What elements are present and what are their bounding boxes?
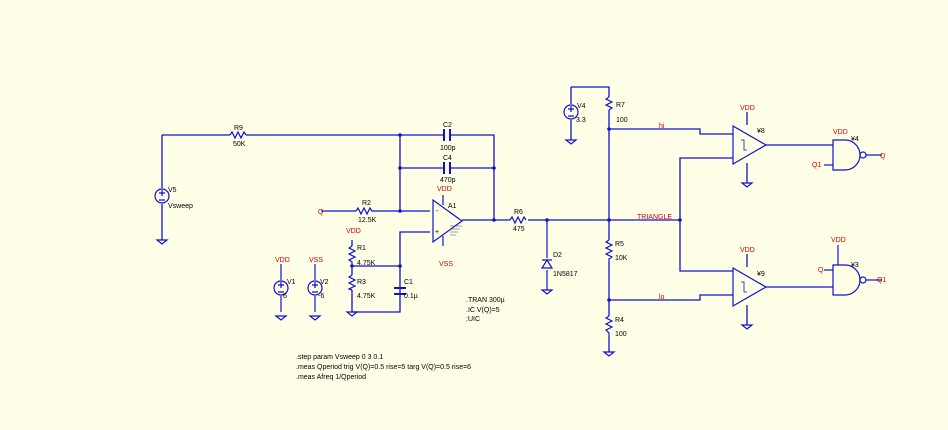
c4-name: C4 (443, 155, 452, 162)
nand-gate-u3[interactable]: VDD ¥3 Q Q1 (818, 237, 886, 296)
r5-name: R5 (615, 241, 624, 248)
u3-q-in-label: Q (818, 267, 824, 274)
junction-dots (350, 127, 682, 302)
resistor-r6[interactable]: R6 475 (509, 209, 527, 233)
wire-divider-network (570, 86, 882, 352)
r4-name: R4 (615, 317, 624, 324)
u4-q1-in-label: Q1 (812, 162, 821, 169)
directive-ic[interactable]: .IC V(Q)=5 (466, 307, 500, 314)
u3-q1-out-label: Q1 (877, 277, 886, 284)
r7-value: 100 (616, 117, 628, 124)
net-label-triangle: TRIANGLE (637, 214, 672, 221)
r7-name: R7 (616, 102, 625, 109)
capacitor-c2[interactable]: C2 100p (440, 122, 456, 152)
nand-gate-u4[interactable]: VDD ¥4 Q1 Q (812, 129, 886, 171)
resistor-r7[interactable]: R7 100 (604, 96, 628, 124)
c1-name: C1 (404, 279, 413, 286)
ground-r4-icon (602, 351, 616, 357)
directive-meas-qperiod[interactable]: .meas Qperiod trig V(Q)=0.5 rise=5 targ … (296, 364, 471, 371)
ground-u9-icon (740, 324, 754, 330)
r3-value: 4.75K (357, 293, 376, 300)
a1-vss-label: VSS (439, 261, 453, 268)
directive-step[interactable]: .step param Vsweep 0 3 0.1 (296, 354, 383, 361)
capacitor-c4[interactable]: C4 470p (440, 155, 456, 184)
resistor-r4[interactable]: R4 100 (602, 315, 627, 357)
c4-value: 470p (440, 177, 456, 184)
a1-vdd-label: VDD (437, 186, 452, 193)
u4-q-out-label: Q (880, 153, 886, 160)
ground-v2-icon (308, 315, 322, 321)
c2-name: C2 (443, 122, 452, 129)
r9-value: 50K (233, 141, 246, 148)
resistor-r9[interactable]: R9 50K (229, 125, 247, 148)
resistor-r2[interactable]: R2 12.5K (355, 200, 377, 224)
voltage-source-v5[interactable]: V5 Vsweep (154, 187, 193, 245)
r1-value: 4.75K (357, 260, 376, 267)
net-label-hi: hi (659, 123, 665, 130)
r2-value: 12.5K (358, 217, 377, 224)
r6-value: 475 (513, 226, 525, 233)
net-label-lo: lo (659, 294, 665, 301)
ground-v4-icon (564, 139, 578, 145)
u3-name: ¥3 (851, 262, 859, 269)
directive-uic[interactable]: ;UIC (466, 316, 480, 323)
comparator-u9[interactable]: VDD ¥9 (732, 247, 768, 330)
u9-name: ¥9 (757, 271, 765, 278)
ground-d2-icon (540, 289, 554, 295)
v5-name: V5 (168, 187, 177, 194)
v1-name: V1 (287, 279, 296, 286)
resistor-r5[interactable]: R5 10K (604, 239, 628, 262)
directive-meas-afreq[interactable]: .meas Afreq 1/Qperiod (296, 374, 366, 381)
r9-name: R9 (234, 125, 243, 132)
r3-name: R3 (357, 279, 366, 286)
resistor-r3[interactable]: R3 4.75K (345, 274, 376, 317)
v5-value: Vsweep (168, 203, 193, 210)
d2-name: D2 (553, 252, 562, 259)
voltage-source-v1[interactable]: VDD V1 6 (273, 257, 296, 321)
u4-vdd-label: VDD (833, 129, 848, 136)
r1-name: R1 (357, 245, 366, 252)
wire-input-network (161, 134, 680, 313)
capacitor-c1[interactable]: C1 0.1µ (394, 279, 418, 300)
comparator-hysteresis-icon (741, 281, 747, 293)
voltage-source-v4[interactable]: V4 3.3 (563, 103, 586, 145)
u8-vdd-label: VDD (740, 105, 755, 112)
ground-u8-icon (740, 182, 754, 188)
r2-name: R2 (362, 200, 371, 207)
opamp-params-icon (450, 225, 462, 236)
opamp-a1[interactable]: VDD VSS A1 - + (432, 186, 464, 268)
a1-name: A1 (448, 203, 457, 210)
directive-tran[interactable]: .TRAN 300µ (466, 297, 505, 304)
diode-d2[interactable]: D2 1N5817 (540, 220, 578, 295)
u3-vdd-label: VDD (831, 237, 846, 244)
comparator-u8[interactable]: VDD ¥8 (732, 105, 768, 188)
u4-name: ¥4 (851, 136, 859, 143)
ground-v5-icon (155, 239, 169, 245)
d2-value: 1N5817 (553, 271, 578, 278)
opamp-minus-icon: - (436, 208, 439, 215)
r5-value: 10K (615, 255, 628, 262)
v1-vdd-label: VDD (275, 257, 290, 264)
u8-name: ¥8 (757, 128, 765, 135)
v2-value: -6 (318, 293, 324, 300)
c1-value: 0.1µ (404, 293, 418, 300)
v4-value: 3.3 (576, 117, 586, 124)
resistor-r1[interactable]: R1 4.75K (347, 245, 376, 267)
voltage-source-v2[interactable]: VSS V2 -6 (307, 257, 329, 321)
net-label-q-input: Q (318, 209, 324, 216)
ground-r3-icon (345, 311, 359, 317)
r6-name: R6 (514, 209, 523, 216)
r1-vdd-label: VDD (346, 228, 361, 235)
v2-vss-label: VSS (309, 257, 323, 264)
u9-vdd-label: VDD (740, 247, 755, 254)
r4-value: 100 (615, 331, 627, 338)
c2-value: 100p (440, 145, 456, 152)
v1-value: 6 (283, 293, 287, 300)
comparator-hysteresis-icon (741, 139, 747, 151)
v4-name: V4 (577, 103, 586, 110)
opamp-plus-icon: + (435, 229, 439, 236)
ground-v1-icon (274, 315, 288, 321)
v2-name: V2 (320, 279, 329, 286)
